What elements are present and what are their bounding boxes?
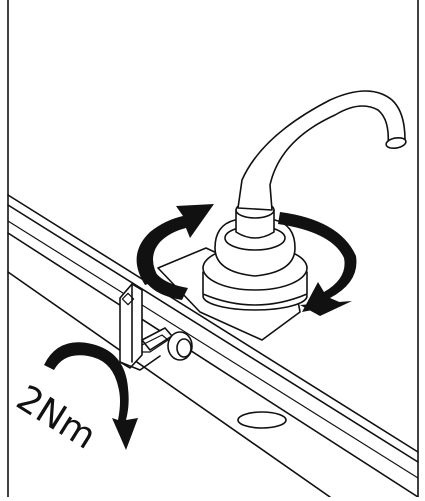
- rotate-tighten-arrow-icon: [136, 204, 357, 316]
- counter-rail: [7, 194, 419, 498]
- frame: [7, 0, 419, 498]
- faucet-body: [202, 90, 407, 429]
- mounting-bracket: [119, 283, 193, 371]
- torque-label: 2Nm: [9, 378, 103, 458]
- torque-arrow-icon: [44, 342, 138, 450]
